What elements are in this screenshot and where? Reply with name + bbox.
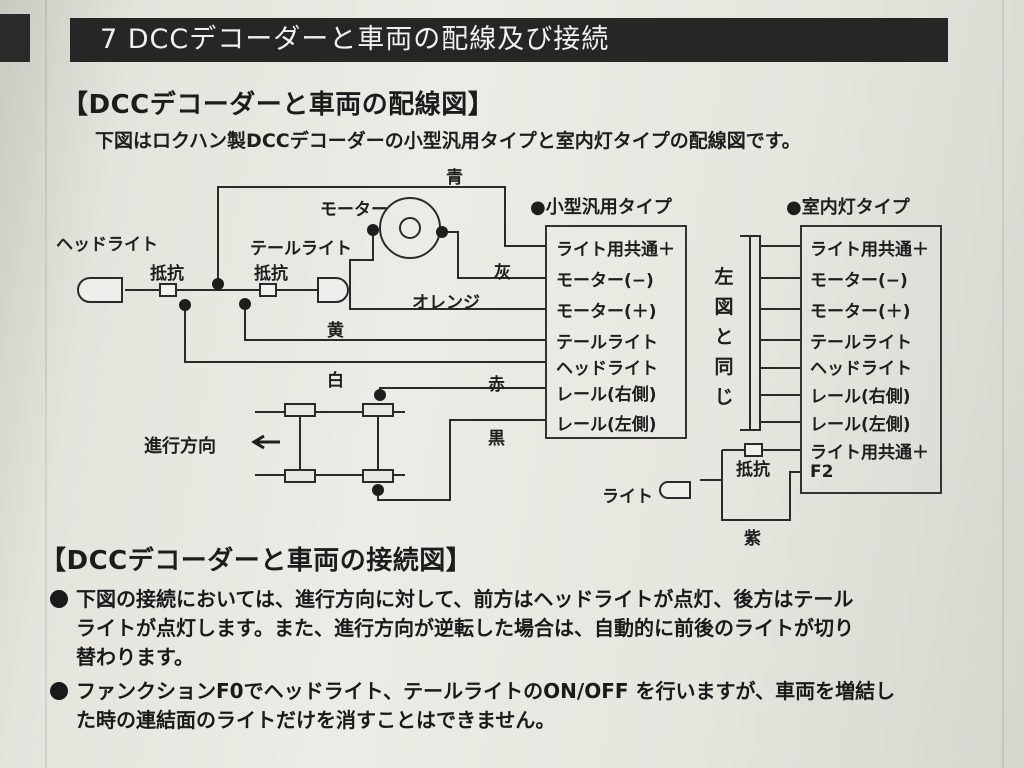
connection-heading: 【DCCデコーダーと車両の接続図】 bbox=[40, 546, 473, 576]
terminal-label: ヘッドライト bbox=[810, 359, 912, 379]
decoder-compact-box bbox=[545, 225, 687, 439]
terminal-label: レール(右側) bbox=[556, 385, 657, 405]
wire-label-gray: 灰 bbox=[494, 263, 511, 283]
terminal-label: モーター(−) bbox=[810, 271, 908, 291]
bullet-text: た時の連結面のライトだけを消すことはできません。 bbox=[76, 708, 556, 732]
wire-label-red: 赤 bbox=[488, 375, 505, 395]
direction-label: 進行方向 bbox=[144, 436, 216, 457]
wire-label-blue: 青 bbox=[446, 168, 463, 188]
taillight-label: テールライト bbox=[250, 239, 352, 259]
motor-label: モーター bbox=[320, 200, 388, 220]
terminal-label: レール(右側) bbox=[810, 387, 911, 407]
bullet-item: 下図の接続においては、進行方向に対して、前方はヘッドライトが点灯、後方はテール bbox=[50, 583, 853, 612]
bullet-text: ライトが点灯します。また、進行方向が逆転した場合は、自動的に前後のライトが切り bbox=[76, 616, 854, 640]
prev-section-bar bbox=[0, 14, 30, 62]
terminal-label: ライト用共通＋ bbox=[556, 240, 675, 260]
terminal-label: テールライト bbox=[556, 333, 658, 353]
compact-type-label: ●小型汎用タイプ bbox=[530, 197, 672, 218]
room-light-type-label: ●室内灯タイプ bbox=[786, 197, 910, 218]
section-title: 7 DCCデコーダーと車両の配線及び接続 bbox=[70, 18, 948, 62]
bullet-text: 下図の接続においては、進行方向に対して、前方はヘッドライトが点灯、後方はテール bbox=[76, 587, 854, 611]
headlight-label: ヘッドライト bbox=[56, 235, 158, 255]
bullet-item: ファンクションF0でヘッドライト、テールライトのON/OFF を行いますが、車両… bbox=[50, 675, 895, 704]
terminal-label: モーター(−) bbox=[556, 271, 654, 291]
decoder-room-light-box bbox=[800, 225, 942, 494]
wire-label-black: 黒 bbox=[488, 429, 505, 449]
terminal-label: レール(左側) bbox=[556, 415, 657, 435]
bullet-text: ファンクションF0でヘッドライト、テールライトのON/OFF を行いますが、車両… bbox=[76, 679, 896, 703]
wire-label-purple: 紫 bbox=[744, 529, 761, 549]
wire-label-yellow: 黄 bbox=[327, 321, 344, 341]
terminal-label: モーター(＋) bbox=[810, 302, 911, 322]
terminal-label: ライト用共通＋ bbox=[810, 443, 929, 463]
wiring-intro: 下図はロクハン製DCCデコーダーの小型汎用タイプと室内灯タイプの配線図です。 bbox=[95, 130, 801, 152]
terminal-label: ライト用共通＋ bbox=[810, 240, 929, 260]
terminal-label: テールライト bbox=[810, 333, 912, 353]
paper-fold bbox=[1002, 0, 1004, 768]
same-as-left-note: 左図と同じ bbox=[714, 266, 734, 408]
terminal-label: F2 bbox=[810, 462, 834, 482]
terminal-label: モーター(＋) bbox=[556, 302, 657, 322]
paper-fold bbox=[45, 0, 47, 768]
bullet-icon bbox=[50, 682, 68, 700]
resistor-label: 抵抗 bbox=[254, 264, 288, 284]
wire-label-orange: オレンジ bbox=[412, 293, 480, 313]
wire-label-white: 白 bbox=[327, 371, 344, 391]
wiring-heading: 【DCCデコーダーと車両の配線図】 bbox=[62, 90, 495, 120]
resistor-label: 抵抗 bbox=[150, 264, 184, 284]
terminal-label: ヘッドライト bbox=[556, 359, 658, 379]
bullet-icon bbox=[50, 590, 68, 608]
light-label: ライト bbox=[602, 487, 653, 507]
terminal-label: レール(左側) bbox=[810, 415, 911, 435]
resistor-label: 抵抗 bbox=[736, 460, 770, 480]
bullet-text: 替わります。 bbox=[76, 645, 194, 669]
